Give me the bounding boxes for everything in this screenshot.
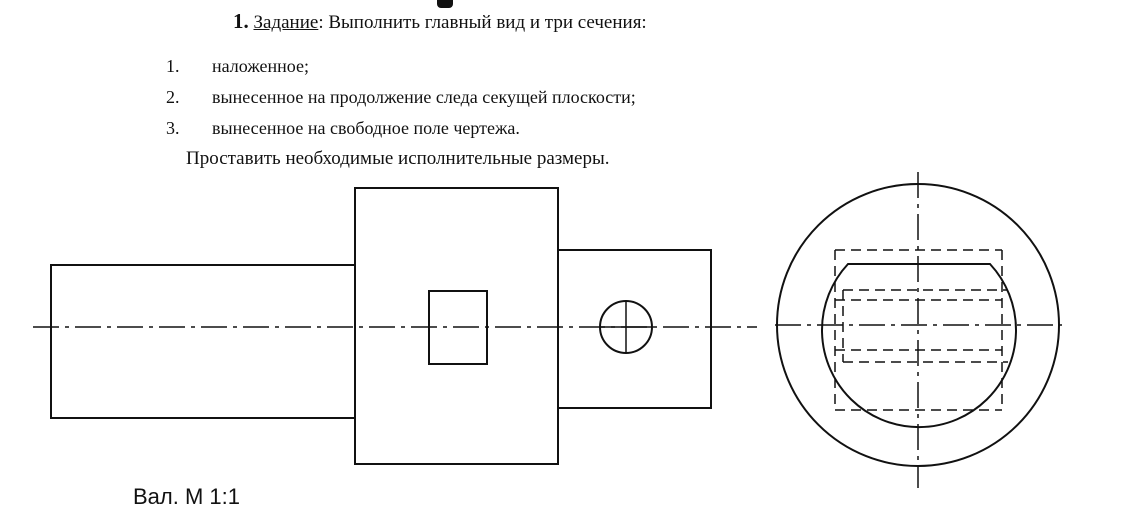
list-item-number: 1. [166, 56, 180, 76]
main-view [33, 187, 757, 465]
list-item-number: 2. [166, 87, 180, 107]
task-label: Задание [253, 12, 319, 33]
inner-profile [821, 263, 1017, 429]
list-item-text: вынесенное на свободное поле чертежа. [212, 118, 520, 138]
list-item: 1. наложенное; [166, 56, 636, 87]
list-item-text: вынесенное на продолжение следа секущей … [212, 87, 636, 107]
dimension-instruction: Проставить необходимые исполнительные ра… [186, 148, 610, 169]
right-cylinder [557, 249, 712, 409]
list-item: 2. вынесенное на продолжение следа секуще… [166, 87, 636, 118]
task-number: 1. [233, 9, 249, 33]
side-view [775, 172, 1062, 488]
section-list: 1. наложенное; 2. вынесенное на продолжени… [166, 56, 636, 149]
list-item-number: 3. [166, 118, 180, 138]
task-text: : Выполнить главный вид и три сечения: [318, 12, 647, 33]
task-heading: 1. Задание: Выполнить главный вид и три … [233, 9, 647, 34]
hidden-lines [834, 249, 1008, 411]
cropped-title-fragment [437, 0, 453, 8]
left-cylinder [50, 264, 356, 419]
central-block [354, 187, 559, 465]
list-item: 3. вынесенное на свободное поле чертежа. [166, 118, 636, 149]
list-item-text: наложенное; [212, 56, 309, 76]
drawing-caption: Вал. М 1:1 [133, 484, 240, 509]
